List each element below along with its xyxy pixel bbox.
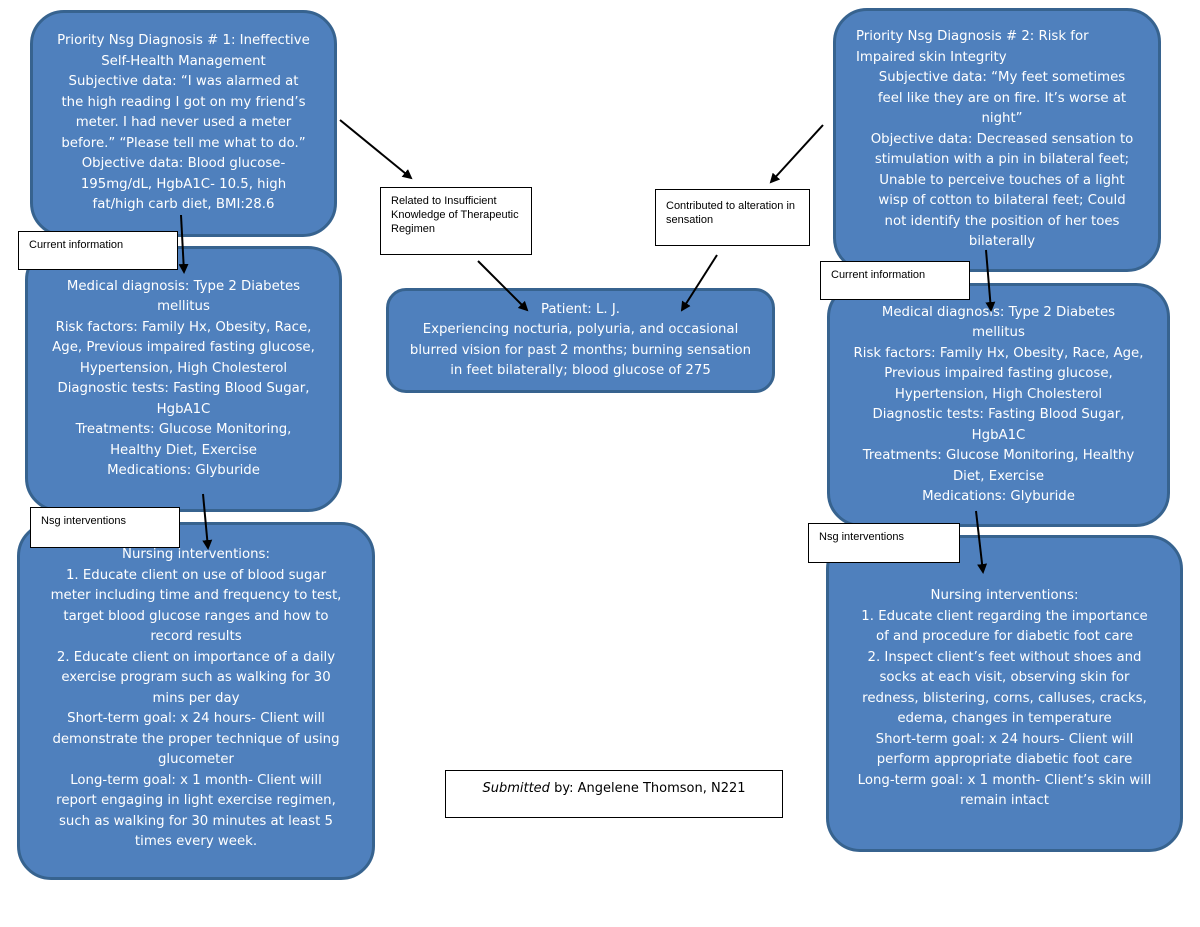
text-line: 1. Educate client regarding the importan…	[861, 608, 1148, 624]
current-info-2-text: Medical diagnosis: Type 2 Diabetes mellit…	[842, 303, 1155, 508]
text-line: mellitus	[157, 299, 210, 314]
text-line: glucometer	[157, 752, 234, 767]
text-line: meter. I had never used a meter	[75, 115, 292, 131]
text-line: times every week.	[134, 834, 258, 849]
arrow-current2-to-interventions2	[975, 510, 988, 574]
arrow-diag1-to-current1	[178, 214, 189, 274]
text-line: the high reading I got on my friend’s	[61, 94, 306, 110]
text-line: mellitus	[972, 325, 1025, 340]
text-line: in feet bilaterally; blood glucose of 27…	[450, 363, 711, 378]
text-line: fat/high carb diet, BMI:28.6	[92, 197, 275, 213]
text-line: Short-term goal: x 24 hours- Client will	[67, 711, 325, 726]
submitted-prefix: Submitted	[482, 781, 550, 796]
text-line: Subjective data: “I was alarmed at	[68, 74, 299, 90]
contributed-to-box: Contributed to alteration in sensation	[655, 189, 810, 246]
text-line: Long-term goal: x 1 month- Client’s skin…	[857, 772, 1152, 788]
text-line: remain intact	[960, 793, 1049, 808]
text-line: Risk factors: Family Hx, Obesity, Race, …	[853, 345, 1144, 361]
text-line: Priority Nsg Diagnosis # 1: Ineffective	[57, 33, 310, 49]
text-line: redness, blistering, corns, calluses, cr…	[862, 690, 1147, 706]
interventions-2-node: Nursing interventions: 1. Educate client …	[826, 535, 1183, 852]
arrow-diag2-to-contributed	[769, 124, 824, 184]
text-line: Hypertension, High Cholesterol	[79, 360, 288, 376]
nsg-interventions-1-label: Nsg interventions	[30, 507, 180, 548]
text-line: Medical diagnosis: Type 2 Diabetes	[66, 278, 301, 294]
submitted-rest: by: Angelene Thomson, N221	[549, 781, 746, 796]
interventions-1-text: Nursing interventions: 1. Educate client …	[32, 545, 360, 853]
diagnosis-2-text: Priority Nsg Diagnosis # 2: Risk for Imp…	[856, 29, 1134, 250]
text-line: Medications: Glyburide	[922, 489, 1075, 504]
text-line: Previous impaired fasting glucose,	[884, 366, 1113, 381]
text-line: such as walking for 30 minutes at least …	[59, 813, 333, 829]
text-line: Short-term goal: x 24 hours- Client will	[875, 731, 1134, 747]
text-line: Self-Health Management	[101, 53, 266, 69]
text-line: Experiencing nocturia, polyuria, and occ…	[422, 322, 739, 337]
current-info-1-node: Medical diagnosis: Type 2 Diabetes mellit…	[25, 246, 342, 512]
text-line: Age, Previous impaired fasting glucose,	[52, 340, 315, 355]
text-line: mins per day	[152, 690, 240, 706]
text-line: socks at each visit, observing skin for	[879, 670, 1130, 685]
current-info-1-text: Medical diagnosis: Type 2 Diabetes mellit…	[40, 277, 327, 482]
diagnosis-2-node: Priority Nsg Diagnosis # 2: Risk for Imp…	[833, 8, 1161, 272]
patient-node: Patient: L. J. Experiencing nocturia, pol…	[386, 288, 775, 393]
text-line: edema, changes in temperature	[897, 711, 1112, 726]
text-line: Risk factors: Family Hx, Obesity, Race,	[55, 319, 312, 335]
text-line: Diagnostic tests: Fasting Blood Sugar,	[57, 381, 310, 396]
text-line: perform appropriate diabetic foot care	[876, 752, 1133, 767]
text-line: 1. Educate client on use of blood sugar	[65, 567, 327, 583]
text-line: Hypertension, High Cholesterol	[894, 386, 1103, 402]
text-line: Diagnostic tests: Fasting Blood Sugar,	[872, 407, 1125, 422]
text-line: blurred vision for past 2 months; burnin…	[409, 342, 752, 358]
text-line: HgbA1C	[156, 401, 211, 417]
interventions-2-text: Nursing interventions: 1. Educate client …	[841, 586, 1168, 812]
text-line: 2. Educate client on importance of a dai…	[56, 649, 336, 665]
text-line: Nursing interventions:	[122, 547, 270, 562]
text-line: Medical diagnosis: Type 2 Diabetes	[881, 304, 1116, 320]
submitted-by-box: Submitted by: Angelene Thomson, N221	[445, 770, 783, 818]
text-line: report engaging in light exercise regime…	[56, 793, 336, 808]
text-line: Healthy Diet, Exercise	[110, 442, 257, 458]
text-line: 2. Inspect client’s feet without shoes a…	[867, 649, 1142, 665]
text-line: Diet, Exercise	[952, 468, 1045, 484]
text-line: of and procedure for diabetic foot care	[875, 629, 1134, 644]
text-line: 195mg/dL, HgbA1C- 10.5, high	[80, 176, 287, 192]
arrow-contributed-to-patient	[680, 254, 718, 312]
text-line: exercise program such as walking for 30	[61, 670, 331, 685]
arrow-related-to-patient	[477, 260, 529, 312]
patient-text: Patient: L. J. Experiencing nocturia, pol…	[401, 300, 760, 382]
arrow-current1-to-interventions1	[202, 493, 213, 550]
text-line: Treatments: Glucose Monitoring,	[75, 422, 292, 437]
text-line: before.” “Please tell me what to do.”	[61, 135, 306, 151]
text-line: HgbA1C	[971, 427, 1026, 443]
text-line: Treatments: Glucose Monitoring, Healthy	[862, 448, 1135, 463]
current-info-2-node: Medical diagnosis: Type 2 Diabetes mellit…	[827, 283, 1170, 527]
text-line: Nursing interventions:	[930, 588, 1079, 603]
related-to-box: Related to Insufficient Knowledge of The…	[380, 187, 532, 255]
text-line: demonstrate the proper technique of usin…	[52, 731, 340, 747]
interventions-1-node: Nursing interventions: 1. Educate client …	[17, 522, 375, 880]
arrow-diag2-to-current2	[985, 249, 996, 312]
text-line: record results	[150, 629, 242, 644]
text-line: target blood glucose ranges and how to	[63, 608, 329, 624]
current-info-1-label: Current information	[18, 231, 178, 270]
text-line: Patient: L. J.	[540, 301, 620, 317]
text-line: Medications: Glyburide	[107, 463, 260, 478]
current-info-2-label: Current information	[820, 261, 970, 300]
nsg-interventions-2-label: Nsg interventions	[808, 523, 960, 563]
text-line: Long-term goal: x 1 month- Client will	[70, 772, 322, 788]
text-line: meter including time and frequency to te…	[50, 588, 342, 603]
arrow-diag1-to-related	[339, 119, 413, 180]
text-line: Objective data: Blood glucose-	[81, 156, 286, 172]
